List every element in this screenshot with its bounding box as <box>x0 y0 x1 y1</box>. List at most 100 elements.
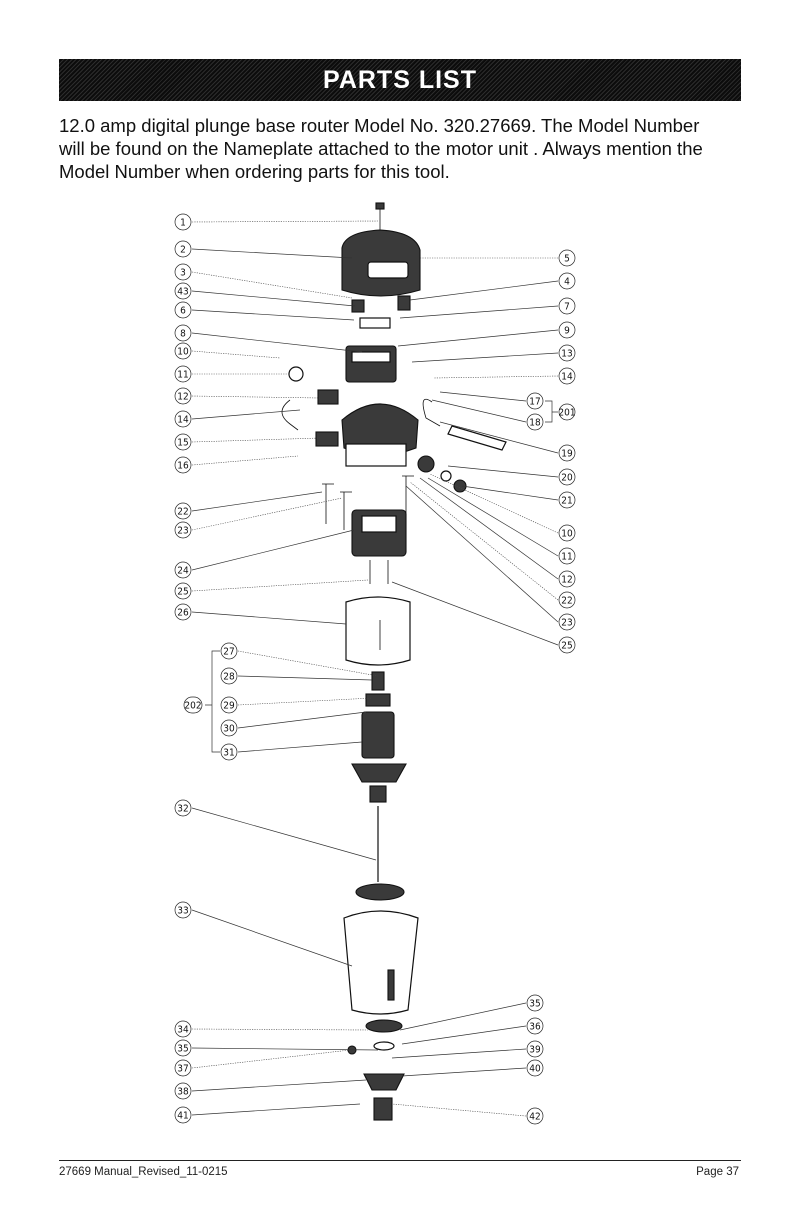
leader-line-right-21 <box>461 485 559 501</box>
callout-bubble-26 <box>174 603 192 621</box>
callout-bubble-20 <box>558 468 576 486</box>
callout-number-22: 22 <box>561 596 572 607</box>
callout-number-16: 16 <box>177 461 189 472</box>
bottom-bearing <box>365 1019 403 1033</box>
terminal-right <box>402 475 414 518</box>
leader-line-left-3 <box>191 271 353 299</box>
callout-bubble-42 <box>526 1107 544 1125</box>
callout-number-22: 22 <box>177 507 188 518</box>
armature-bearing <box>371 671 385 691</box>
washer <box>373 1041 395 1051</box>
callout-number-41: 41 <box>177 1111 188 1122</box>
callout-bubble-201 <box>558 403 576 421</box>
terminal-left-2 <box>340 491 352 530</box>
intro-line-1: 12.0 amp digital plunge base router Mode… <box>59 115 700 136</box>
callout-bubble-25 <box>558 636 576 654</box>
leader-line-left-24 <box>191 529 355 571</box>
callout-number-3: 3 <box>180 268 186 279</box>
leader-line-right-35 <box>399 1002 527 1031</box>
leader-line-left-25 <box>191 579 369 592</box>
callout-number-12: 12 <box>561 575 572 586</box>
callout-number-23: 23 <box>561 618 572 629</box>
callout-bubble-35 <box>526 994 544 1012</box>
spring-cap <box>440 470 452 482</box>
callout-number-6: 6 <box>180 306 186 317</box>
callout-number-39: 39 <box>529 1045 541 1056</box>
callout-number-13: 13 <box>561 349 572 360</box>
leader-line-left-35 <box>191 1047 379 1051</box>
callout-bubble-38 <box>174 1082 192 1100</box>
callout-number-19: 19 <box>561 449 573 460</box>
callout-bubble-35 <box>174 1039 192 1057</box>
callout-number-35: 35 <box>177 1044 188 1055</box>
callout-bubble-10 <box>174 342 192 360</box>
callout-bubble-6 <box>174 301 192 319</box>
leader-line-left-14 <box>191 409 301 420</box>
callout-bubble-14 <box>558 367 576 385</box>
callout-number-18: 18 <box>529 418 541 429</box>
callout-number-14: 14 <box>177 415 189 426</box>
callout-bubble-23 <box>174 521 192 539</box>
callout-number-32: 32 <box>177 804 188 815</box>
callout-bubble-30 <box>220 719 238 737</box>
ring-baffle <box>355 883 405 901</box>
housing-vents <box>387 969 395 1001</box>
callout-number-28: 28 <box>223 672 235 683</box>
callout-labels: 1234368101112141516222324252627282930313… <box>174 213 576 1125</box>
footer-page-number: Page 37 <box>696 1166 739 1178</box>
leader-line-right-13 <box>411 352 559 363</box>
leader-line-left-10 <box>191 350 281 359</box>
leader-line-right-11 <box>427 477 559 557</box>
callout-number-42: 42 <box>529 1112 540 1123</box>
leader-line-right-9 <box>397 329 559 347</box>
callout-number-43: 43 <box>177 287 188 298</box>
right-brush-cap <box>417 455 435 473</box>
callout-bubble-37 <box>174 1059 192 1077</box>
callout-bubble-36 <box>526 1017 544 1035</box>
callout-number-2: 2 <box>180 245 186 256</box>
wire-left <box>281 399 299 431</box>
callout-bubble-27 <box>220 642 238 660</box>
callout-bubble-12 <box>174 387 192 405</box>
leader-line-right-22 <box>409 481 559 601</box>
callout-number-10: 10 <box>177 347 189 358</box>
leader-line-left-1 <box>191 220 379 223</box>
callout-number-14: 14 <box>561 372 573 383</box>
bracket-202 <box>205 650 220 753</box>
callout-bubble-9 <box>558 321 576 339</box>
leader-line-left-32 <box>191 807 377 861</box>
callout-bubble-25 <box>174 582 192 600</box>
callout-number-4: 4 <box>564 277 570 288</box>
brush-holder-2 <box>315 431 339 447</box>
leader-line-left-43 <box>191 290 356 307</box>
callout-bubble-28 <box>220 667 238 685</box>
callout-bubble-11 <box>558 547 576 565</box>
leader-line-left-26 <box>191 611 347 625</box>
leader-line-left-27 <box>237 650 379 677</box>
callout-bubble-39 <box>526 1040 544 1058</box>
callout-bubble-202 <box>183 696 203 714</box>
leader-line-right-39 <box>391 1048 527 1059</box>
cover-window <box>367 261 409 279</box>
callout-number-24: 24 <box>177 566 189 577</box>
callout-number-7: 7 <box>564 302 570 313</box>
leader-line-left-22 <box>191 491 323 512</box>
lower-housing <box>343 910 419 1015</box>
leader-line-right-25 <box>391 581 559 646</box>
leader-line-left-41 <box>191 1103 361 1116</box>
leader-line-right-17 <box>439 391 527 402</box>
callout-number-27: 27 <box>223 647 234 658</box>
leader-line-right-7 <box>399 305 559 319</box>
callout-bubble-33 <box>174 901 192 919</box>
leader-line-left-38 <box>191 1079 367 1092</box>
callout-number-11: 11 <box>177 370 188 381</box>
intro-line-3: Model Number when ordering parts for thi… <box>59 161 450 182</box>
spindle-lock-plate <box>363 1073 405 1091</box>
leader-line-right-12 <box>419 477 559 580</box>
armature-core <box>361 711 395 759</box>
callout-bubble-22 <box>558 591 576 609</box>
callout-bubble-7 <box>558 297 576 315</box>
callout-number-11: 11 <box>561 552 572 563</box>
callout-number-26: 26 <box>177 608 189 619</box>
footer-document-id: 27669 Manual_Revised_11-0215 <box>59 1166 228 1178</box>
